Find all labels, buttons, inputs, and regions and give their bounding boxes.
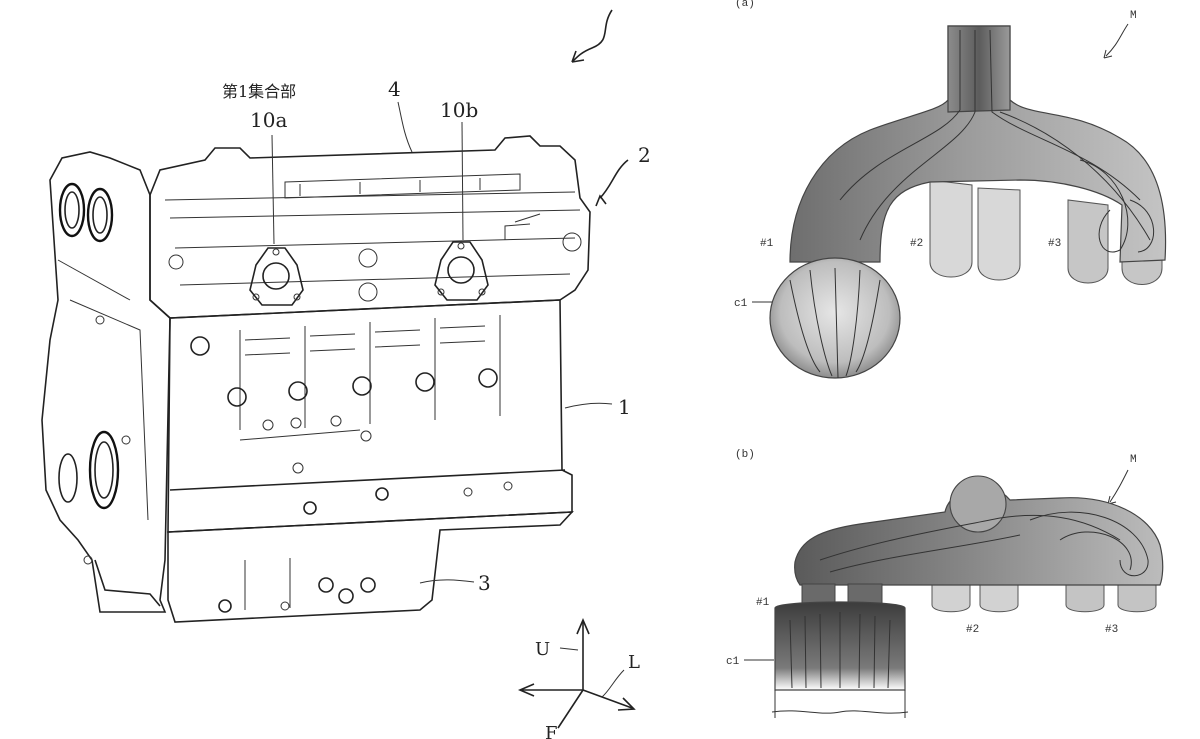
- panel-a-m-label: M: [1130, 10, 1137, 22]
- leader-10a: [271, 134, 275, 245]
- label-10b: 10b: [440, 98, 478, 122]
- label-10a: 10a: [250, 108, 287, 132]
- panel-a-runner-2: [929, 179, 973, 278]
- panel-b-port-2: #2: [966, 624, 979, 636]
- panel-a-port-1: #1: [760, 238, 774, 250]
- panel-b-m-label: M: [1130, 454, 1137, 466]
- panel-b-port-3: #3: [1105, 624, 1118, 636]
- panel-a-bulb-c1: [769, 257, 901, 379]
- axis-up-label: U: [535, 639, 550, 660]
- cylinder-head: [149, 135, 591, 319]
- front-cover: [41, 151, 171, 613]
- label-3: 3: [478, 571, 491, 595]
- engine-drawing: 第1集合部 10a 10b 4 2 1 3: [41, 9, 651, 623]
- junction-flange-10a: [249, 247, 304, 306]
- panel-b-m-arrow: [1109, 469, 1129, 503]
- axis-front-label: F: [545, 723, 558, 739]
- panel-a: (a) M c1 #1 #2 #3: [734, 0, 1167, 379]
- leader-4: [397, 101, 413, 153]
- direction-axes: U L F: [517, 617, 640, 739]
- panel-a-c1-label: c1: [734, 298, 748, 310]
- panel-a-label: (a): [735, 0, 755, 10]
- leader-1: [564, 402, 613, 409]
- label-first-junction: 第1集合部: [222, 82, 296, 101]
- cylinder-block: [167, 299, 573, 533]
- panel-a-port-3: #3: [1048, 238, 1061, 250]
- junction-flange-10b: [434, 241, 489, 301]
- leader-3: [419, 579, 475, 584]
- panel-a-manifold: [789, 25, 1167, 263]
- panel-a-port-2: #2: [910, 238, 923, 250]
- panel-a-m-arrow: [1105, 23, 1129, 57]
- panel-b-port-1: #1: [756, 597, 770, 609]
- panel-b-c1-label: c1: [726, 656, 740, 668]
- leader-2: [599, 159, 629, 199]
- leader-10b: [461, 121, 464, 241]
- label-2: 2: [638, 143, 651, 167]
- oil-pan: [167, 511, 574, 623]
- label-4: 4: [388, 77, 401, 101]
- panel-b-dome: [949, 475, 1007, 533]
- figure-pointer-arrow: [571, 9, 613, 63]
- panel-b: (b) M c1 #1 #2 #3: [726, 449, 1164, 718]
- panel-b-label: (b): [735, 449, 755, 461]
- axis-left-label: L: [628, 652, 640, 673]
- label-1: 1: [618, 395, 631, 419]
